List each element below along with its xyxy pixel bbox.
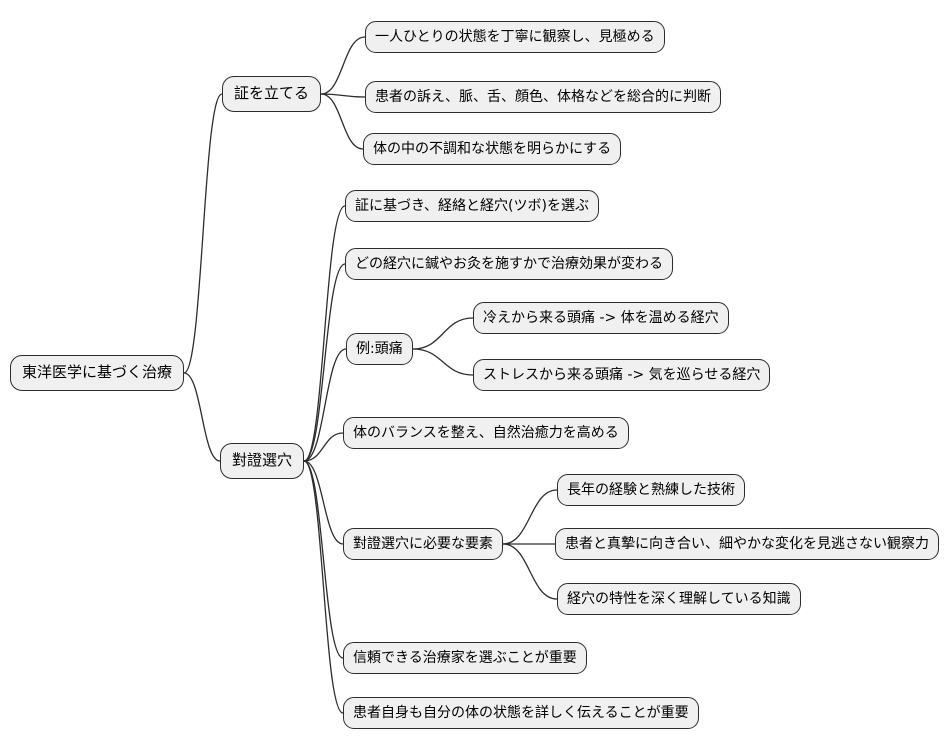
node-stress-headache: ストレスから来る頭痛 -> 気を巡らせる経穴 [473, 359, 771, 392]
node-observe-individual: 一人ひとりの状態を丁寧に観察し、見極める [365, 21, 665, 54]
node-keiketsu-knowledge: 経穴の特性を深く理解している知識 [557, 583, 801, 616]
node-balance-natural-healing: 体のバランスを整え、自然治癒力を高める [343, 417, 629, 450]
node-patient-communicate: 患者自身も自分の体の状態を詳しく伝えることが重要 [343, 697, 699, 730]
node-sho-wo-tateru: 証を立てる [222, 76, 322, 112]
node-cold-headache: 冷えから来る頭痛 -> 体を温める経穴 [473, 302, 729, 335]
node-example-headache: 例:頭痛 [346, 333, 413, 366]
node-treatment-effect-varies: どの経穴に鍼やお灸を施すかで治療効果が変わる [345, 248, 673, 281]
node-taisho-senketsu: 對證選穴 [220, 443, 305, 479]
node-observation-power: 患者と真摯に向き合い、細やかな変化を見逃さない観察力 [555, 528, 939, 561]
node-choose-trusted-practitioner: 信頼できる治療家を選ぶことが重要 [343, 642, 587, 675]
node-required-elements: 對證選穴に必要な要素 [343, 528, 503, 561]
node-toyo-igaku-root: 東洋医学に基づく治療 [10, 355, 185, 391]
node-experience-skill: 長年の経験と熟練した技術 [557, 474, 745, 507]
node-comprehensive-judgment: 患者の訴え、脈、舌、顔色、体格などを総合的に判断 [365, 81, 721, 114]
node-select-keiketsu: 証に基づき、経絡と経穴(ツボ)を選ぶ [345, 190, 599, 223]
node-clarify-disharmony: 体の中の不調和な状態を明らかにする [363, 133, 622, 166]
